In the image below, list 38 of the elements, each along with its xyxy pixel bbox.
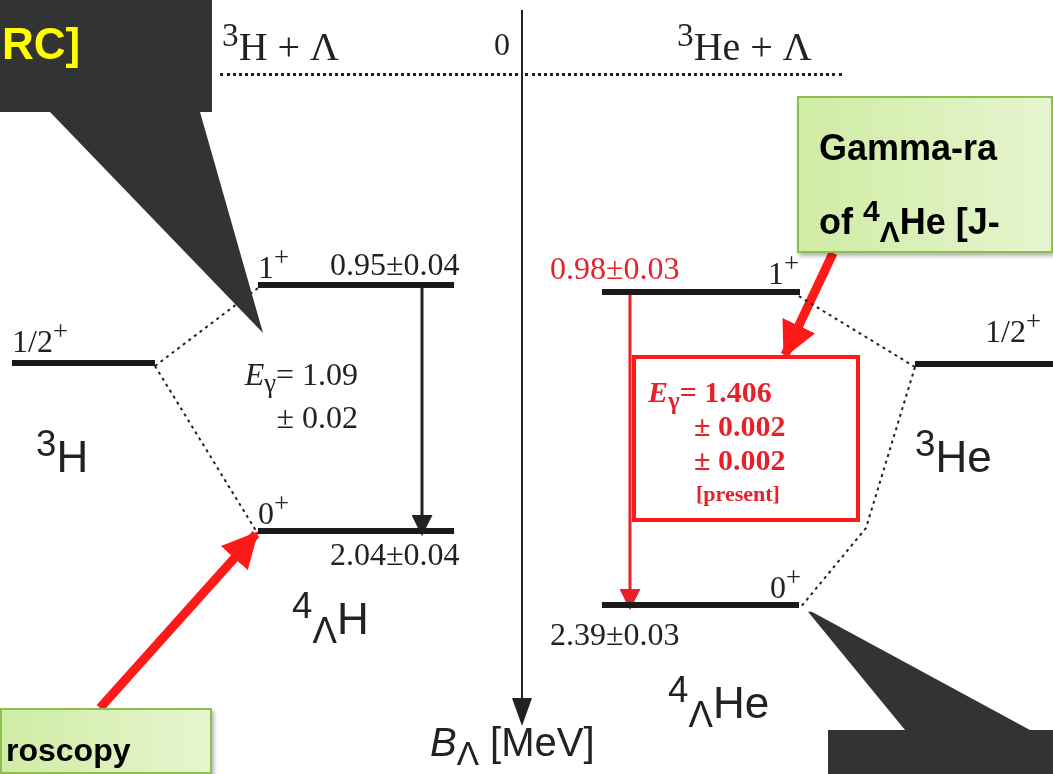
level-label: 1/2$^{+}$: [985, 308, 1041, 347]
callout-box: [797, 96, 1053, 253]
level-label: 0$^{+}$: [770, 564, 802, 603]
level-label: 1$^{+}$: [258, 244, 290, 283]
level-label: 1/2$^{+}$: [12, 318, 68, 357]
transition-arrow: [619, 295, 641, 611]
callout-tail: [808, 611, 1030, 730]
connector-line: [796, 294, 916, 368]
level-label: 0$^{+}$: [258, 490, 290, 529]
nucleus-label: $^{3}$He: [915, 426, 992, 479]
callout-text: Gamma-ra of $^{4}$$_{Λ}$He [J-: [819, 126, 1001, 251]
callout-box: [0, 708, 212, 774]
level-label: 0.95±0.04: [330, 248, 460, 280]
transition-arrow: [411, 288, 433, 537]
callout-tail: [50, 112, 263, 333]
energy-value: 2.39±0.03: [550, 618, 680, 650]
result-text: E$_{γ}$= 1.406: [648, 377, 772, 413]
level-label: 0.98±0.03: [550, 252, 680, 284]
connector-line: [799, 366, 916, 609]
result-text: ± 0.002: [694, 445, 786, 475]
result-text: [present]: [696, 483, 780, 505]
energy-value: 2.04±0.04: [330, 538, 460, 570]
transition-energy-label: E$_{γ}$= 1.09 ± 0.02: [243, 356, 358, 436]
threshold-label: 0: [494, 28, 510, 60]
level-label: 1$^{+}$: [768, 250, 800, 289]
nucleus-label: $^{3}$H: [36, 426, 89, 479]
callout-box: [0, 0, 212, 112]
callout-text: RC]: [2, 22, 81, 66]
axis-title: B$_{Λ}$ [MeV]: [430, 722, 595, 771]
pointer-arrow: [96, 531, 260, 711]
result-text: ± 0.002: [694, 411, 786, 441]
callout-text: roscopy: [6, 731, 131, 770]
threshold-label: $^{3}$H + Λ: [222, 18, 340, 68]
callout-box: [828, 730, 1053, 774]
connector-line: [154, 287, 259, 367]
threshold-label: $^{3}$He + Λ: [677, 18, 812, 68]
connector-line: [154, 365, 259, 535]
result-box: [632, 355, 860, 522]
